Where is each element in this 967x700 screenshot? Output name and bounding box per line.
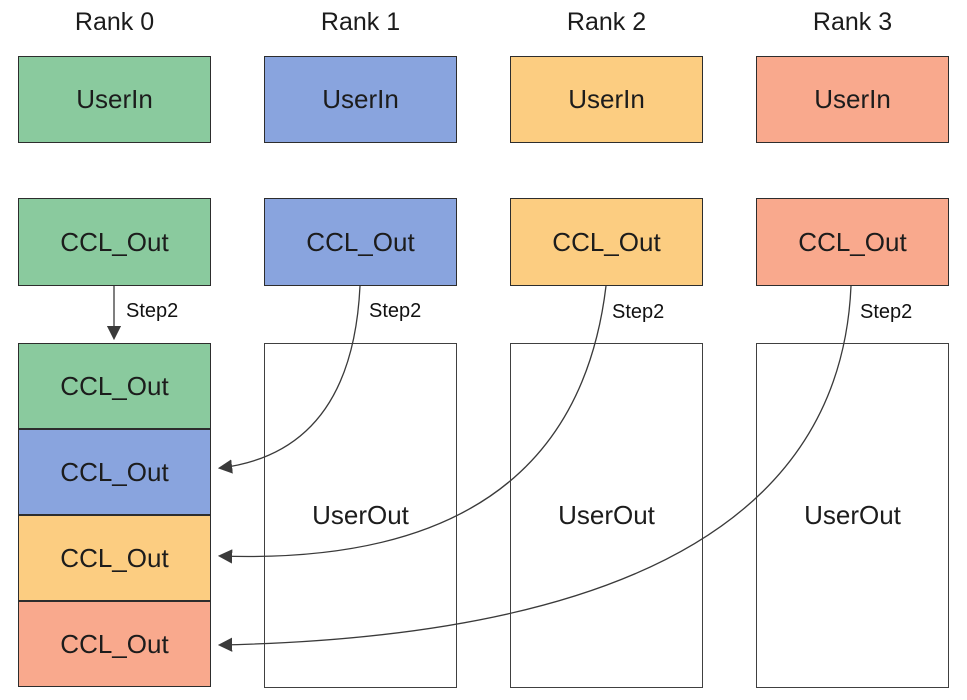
userin-box-rank0: UserIn xyxy=(18,56,211,143)
rank0-stack-slot-1: CCL_Out xyxy=(18,429,211,515)
column-title-rank0: Rank 0 xyxy=(74,7,155,36)
column-title-rank3: Rank 3 xyxy=(812,7,893,36)
userout-box-rank1: UserOut xyxy=(264,343,457,688)
userin-box-rank1: UserIn xyxy=(264,56,457,143)
cclout-box-rank1: CCL_Out xyxy=(264,198,457,286)
rank0-stack-slot-3: CCL_Out xyxy=(18,601,211,687)
userout-box-rank3: UserOut xyxy=(756,343,949,688)
step2-label-rank1: Step2 xyxy=(369,300,422,322)
cclout-box-rank0: CCL_Out xyxy=(18,198,211,286)
column-title-rank2: Rank 2 xyxy=(566,7,647,36)
cclout-box-rank2: CCL_Out xyxy=(510,198,703,286)
step2-label-rank3: Step2 xyxy=(860,301,913,323)
userin-box-rank2: UserIn xyxy=(510,56,703,143)
cclout-box-rank3: CCL_Out xyxy=(756,198,949,286)
userout-box-rank2: UserOut xyxy=(510,343,703,688)
rank0-stack-slot-0: CCL_Out xyxy=(18,343,211,429)
rank0-stack-slot-2: CCL_Out xyxy=(18,515,211,601)
column-title-rank1: Rank 1 xyxy=(320,7,401,36)
step2-label-rank2: Step2 xyxy=(612,301,665,323)
step2-label-rank0: Step2 xyxy=(126,300,179,322)
userin-box-rank3: UserIn xyxy=(756,56,949,143)
